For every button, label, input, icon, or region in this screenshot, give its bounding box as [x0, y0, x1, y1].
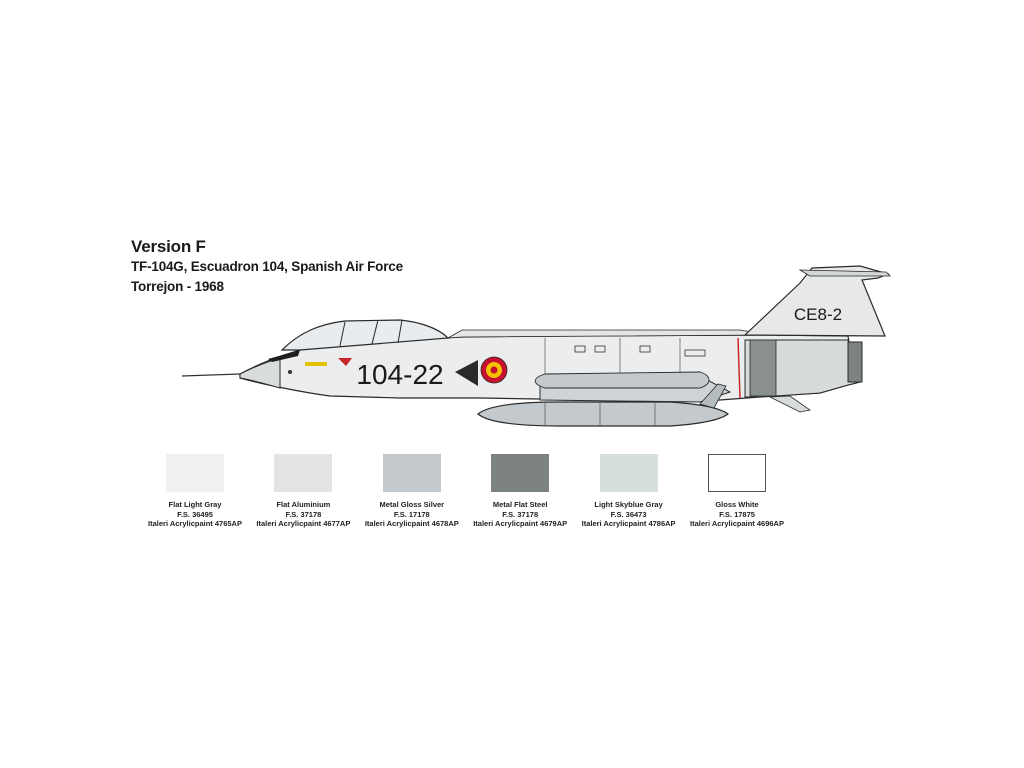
nose-detail: [288, 370, 292, 374]
color-swatch: [491, 454, 550, 492]
warning-triangle: [338, 358, 352, 366]
swatch-label-fs-code: F.S. 36473: [610, 509, 647, 519]
engine-exhaust: [847, 341, 863, 383]
drop-tank: [477, 401, 730, 427]
anti-glare-panel: [268, 350, 300, 362]
access-panel: [574, 345, 586, 353]
ventral-fin: [768, 395, 811, 413]
speed-brake-panel: [749, 339, 777, 397]
rescue-marking: [305, 362, 327, 366]
swatch-label-paint: Italeri Acrylicpaint 4677AP: [256, 519, 351, 528]
swatch-label-paint: Italeri Acrylicpaint 4765AP: [148, 519, 242, 528]
swatch-label-name: Flat Aluminium: [276, 500, 331, 509]
access-panel: [684, 349, 706, 357]
nose-cone: [239, 357, 281, 389]
swatch-label-fs-code: F.S. 37178: [285, 509, 322, 519]
color-swatch: [274, 454, 333, 492]
version-title: Version F: [131, 237, 206, 256]
location-year-line: Torrejon - 1968: [131, 279, 224, 294]
pitot-probe: [181, 373, 241, 377]
swatch-label-name: Light Skyblue Gray: [594, 500, 663, 509]
swatch-label-fs-code: F.S. 17178: [393, 509, 430, 519]
swatch-label-fs-code: F.S. 17875: [719, 509, 755, 519]
swatch-label-paint: Italeri Acrylicpaint 4679AP: [473, 519, 568, 528]
nose-number-marking: 104-22: [356, 359, 443, 390]
color-swatch: [166, 454, 224, 492]
color-swatch: [708, 454, 766, 492]
tank-fin: [699, 383, 727, 409]
swatch-label-fs-code: F.S. 36495: [177, 509, 213, 519]
swatch-label-paint: Italeri Acrylicpaint 4678AP: [364, 519, 459, 528]
horizontal-stabilizer: [798, 269, 891, 277]
color-swatch: [382, 454, 441, 492]
access-panel: [639, 345, 651, 353]
canopy-frame-3: [397, 319, 403, 344]
red-warning-line: [737, 337, 741, 399]
canopy: [280, 319, 450, 351]
tip-tank: [534, 371, 710, 389]
swatch-label-paint: Italeri Acrylicpaint 4786AP: [581, 519, 676, 528]
vertical-tail: [743, 265, 890, 337]
swatch-label-fs-code: F.S. 37178: [502, 509, 539, 519]
swatch-label-name: Flat Light Gray: [168, 500, 222, 509]
canopy-frame-2: [371, 319, 379, 345]
version-title-block: Version F TF-104G, Escuadron 104, Spanis…: [131, 236, 403, 297]
swatch-label-paint: Italeri Acrylicpaint 4696AP: [690, 519, 784, 528]
canopy-frame-1: [339, 321, 346, 347]
air-intake: [455, 360, 478, 386]
access-panel: [594, 345, 606, 353]
aircraft-unit-line: TF-104G, Escuadron 104, Spanish Air Forc…: [131, 259, 403, 274]
swatch-label-name: Metal Flat Steel: [492, 500, 548, 509]
swatch-label-name: Gloss White: [715, 500, 759, 509]
spanish-roundel-center: [490, 366, 498, 374]
swatch-label-name: Metal Gloss Silver: [379, 500, 445, 509]
tail-code-marking: CE8-2: [794, 305, 842, 324]
color-swatch: [599, 454, 658, 492]
